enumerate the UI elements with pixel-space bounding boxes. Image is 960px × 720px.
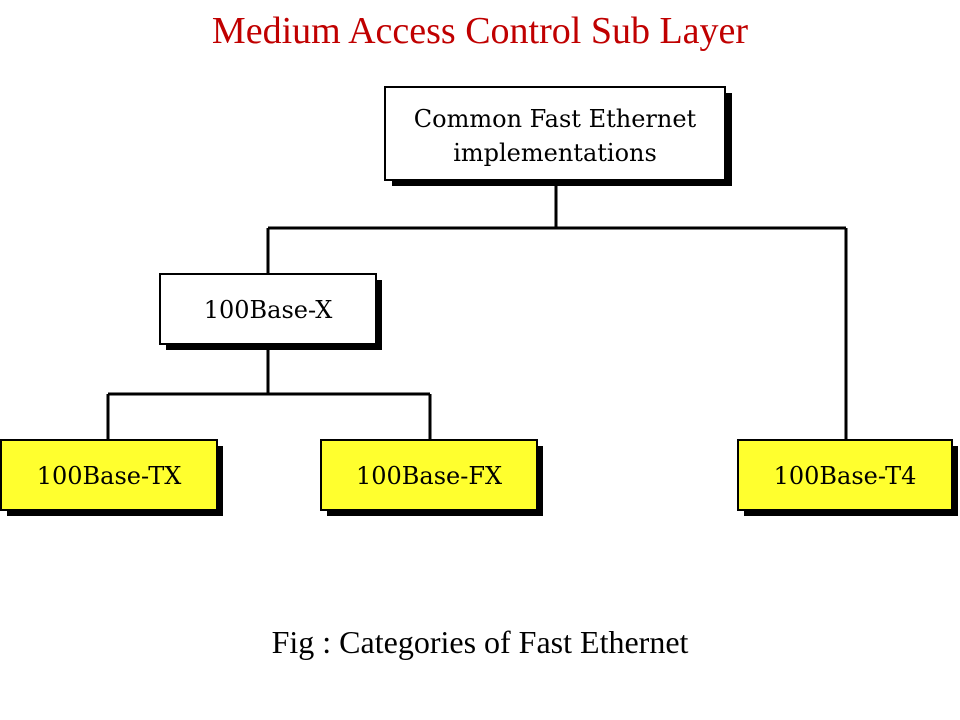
node-box: [159, 273, 377, 345]
node-100base-tx: 100Base-TX: [0, 439, 223, 516]
node-label: 100Base-FX: [356, 462, 502, 490]
node-box: [0, 439, 218, 511]
node-label: 100Base-TX: [37, 462, 182, 490]
node-label: 100Base-X: [204, 296, 333, 324]
slide-title: Medium Access Control Sub Layer: [211, 10, 749, 52]
node-label-line-2: implementations: [453, 139, 657, 167]
node-100base-t4: 100Base-T4: [737, 439, 958, 516]
node-label: 100Base-T4: [774, 462, 917, 490]
node-box: [320, 439, 538, 511]
node-label-line-1: Common Fast Ethernet: [414, 105, 697, 133]
connectors: [106, 180, 848, 440]
node-box: [384, 86, 726, 181]
node-box: [737, 439, 953, 511]
node-100base-x: 100Base-X: [159, 273, 382, 350]
node-common-fast-ethernet: Common Fast Ethernet implementations: [384, 86, 732, 186]
node-100base-fx: 100Base-FX: [320, 439, 543, 516]
figure-caption: Fig : Categories of Fast Ethernet: [271, 624, 689, 660]
